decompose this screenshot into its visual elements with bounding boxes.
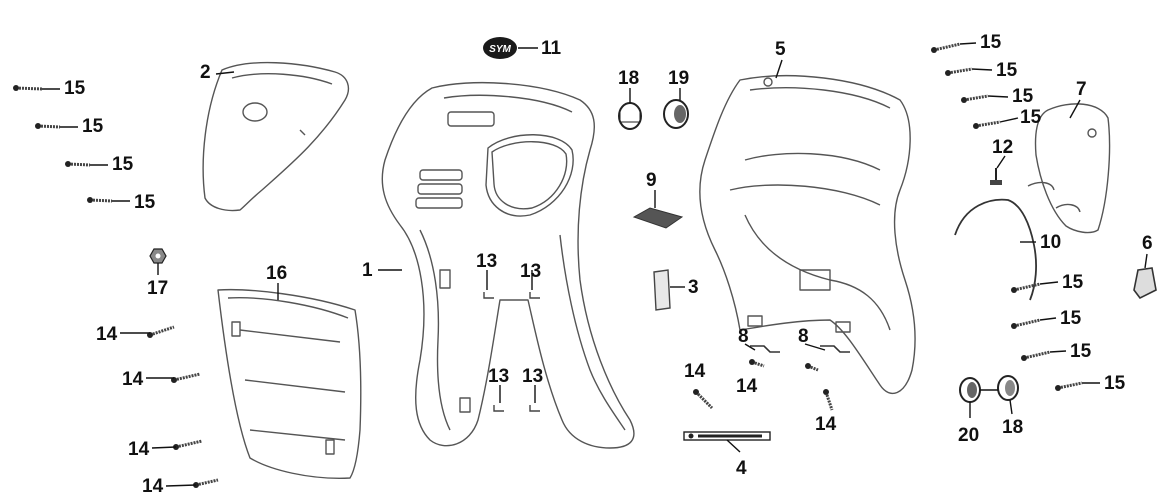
callout-13-a: 13 <box>476 251 497 272</box>
callout-14-a: 14 <box>96 324 118 345</box>
screw <box>147 325 175 338</box>
screw <box>945 67 993 76</box>
part-2-front-cover <box>202 61 350 212</box>
screw-leader <box>151 446 177 449</box>
callout-15-j: 15 <box>1060 308 1082 329</box>
screw <box>693 389 714 410</box>
callout-14-g: 14 <box>815 414 837 435</box>
part-17-nut <box>149 248 167 264</box>
screw <box>1021 350 1067 361</box>
callout-19: 19 <box>668 68 689 89</box>
callout-15-g: 15 <box>1012 86 1034 107</box>
leader-lines <box>157 47 1148 453</box>
callout-13-d: 13 <box>522 366 543 387</box>
screw <box>35 123 78 129</box>
screw <box>173 439 203 450</box>
callout-8-left: 8 <box>738 326 749 347</box>
part-16-inner-panel <box>217 288 362 479</box>
screw <box>749 359 765 368</box>
part-1-front-shield <box>381 81 635 449</box>
callout-13-b: 13 <box>520 261 541 282</box>
callout-15-l: 15 <box>1104 373 1126 394</box>
part-11-emblem: SYM <box>483 37 517 59</box>
callout-14-b: 14 <box>122 369 144 390</box>
part-6-bracket <box>1133 267 1157 300</box>
part-10-trim-strip <box>954 198 1037 301</box>
callout-13-c: 13 <box>488 366 509 387</box>
screws <box>13 42 1100 488</box>
part-4-strip <box>683 431 771 441</box>
part-5-inner-body <box>699 75 916 395</box>
callout-8-right: 8 <box>798 326 809 347</box>
callout-15-k: 15 <box>1070 341 1092 362</box>
screw <box>931 42 977 53</box>
callout-1: 1 <box>362 260 373 281</box>
emblem-logo-text: SYM <box>489 44 511 55</box>
callout-labels: 2 11 1 5 7 3 4 6 8 8 9 10 12 13 13 13 13… <box>64 32 1153 497</box>
callout-7: 7 <box>1076 79 1087 100</box>
callout-20: 20 <box>958 425 979 446</box>
screw <box>87 197 130 203</box>
screw <box>65 161 108 167</box>
part-7-small-cover <box>1027 103 1111 234</box>
part-18-plug-bottom <box>997 375 1019 401</box>
screw <box>193 478 219 488</box>
screw-leader <box>165 484 197 487</box>
callout-4: 4 <box>736 458 747 479</box>
screw <box>1055 381 1100 391</box>
callout-11: 11 <box>541 38 562 59</box>
callout-9: 9 <box>646 170 657 191</box>
callout-15-e: 15 <box>980 32 1002 53</box>
part-12-bolt <box>990 168 1002 185</box>
callout-15-f: 15 <box>996 60 1018 81</box>
callout-15-b: 15 <box>82 116 104 137</box>
screw <box>961 94 1009 103</box>
part-18-plug-top <box>618 102 642 130</box>
callout-2: 2 <box>200 62 211 83</box>
part-3-rubber-block <box>653 269 671 311</box>
callout-12: 12 <box>992 137 1013 158</box>
callout-10: 10 <box>1040 232 1061 253</box>
callout-15-i: 15 <box>1062 272 1084 293</box>
screw <box>13 85 60 91</box>
screw <box>171 372 201 383</box>
callout-16: 16 <box>266 263 287 284</box>
callout-6: 6 <box>1142 233 1153 254</box>
callout-14-c: 14 <box>128 439 150 460</box>
callout-15-d: 15 <box>134 192 156 213</box>
callout-15-a: 15 <box>64 78 86 99</box>
part-8-clip-left <box>750 345 780 353</box>
callout-17: 17 <box>147 278 168 299</box>
callout-3: 3 <box>688 277 699 298</box>
callout-18-bottom: 18 <box>1002 417 1023 438</box>
callout-14-e: 14 <box>684 361 706 382</box>
screw <box>823 389 834 411</box>
callout-14-f: 14 <box>736 376 758 397</box>
screw <box>805 363 819 372</box>
callout-5: 5 <box>775 39 786 60</box>
callout-18-top: 18 <box>618 68 639 89</box>
callout-15-c: 15 <box>112 154 134 175</box>
screw <box>1011 317 1057 329</box>
screw <box>1011 281 1059 293</box>
part-8-clip-right <box>820 345 850 353</box>
callout-15-h: 15 <box>1020 107 1042 128</box>
part-9-pad <box>632 207 684 229</box>
part-19-plug <box>663 99 689 129</box>
part-13-clips <box>483 292 540 412</box>
part-20-plug <box>959 377 981 403</box>
callout-14-d: 14 <box>142 476 164 497</box>
screw <box>973 117 1019 129</box>
